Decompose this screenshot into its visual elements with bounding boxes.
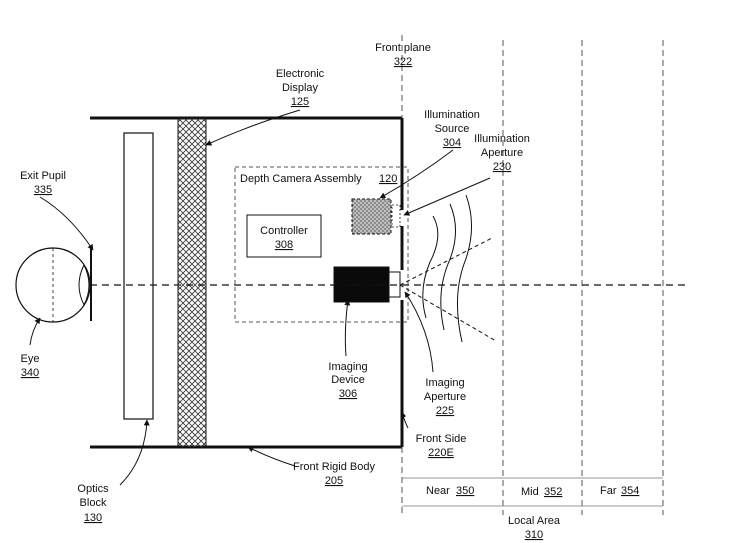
controller-ref: 308: [275, 239, 293, 251]
near-ref: 350: [456, 485, 474, 497]
optics-block-label-2: Block: [80, 497, 107, 509]
imaging-aperture-label-1: Imaging: [425, 377, 464, 389]
illumination-source: [351, 198, 392, 235]
imaging-device-label-2: Device: [331, 374, 365, 386]
front-rigid-body-ref: 205: [325, 475, 343, 487]
eye-label: Eye: [21, 353, 40, 365]
distance-planes: [401, 35, 664, 515]
illumination-source-label-1: Illumination: [424, 109, 480, 121]
front-rigid-body-label: Front Rigid Body: [293, 461, 375, 473]
imaging-aperture-label-2: Aperture: [424, 391, 466, 403]
exit-pupil-ref: 335: [34, 184, 52, 196]
dca-ref: 120: [379, 173, 397, 185]
mid-ref: 352: [544, 486, 562, 498]
front-side-label: Front Side: [416, 433, 467, 445]
electronic-display-label-2: Display: [282, 82, 319, 94]
electronic-display-label-1: Electronic: [276, 68, 325, 80]
illumination-aperture-ref: 230: [493, 161, 511, 173]
far-label: Far: [600, 485, 617, 497]
illumination-aperture-label-1: Illumination: [474, 133, 530, 145]
imaging-device-label-1: Imaging: [328, 361, 367, 373]
eye: [15, 247, 91, 323]
eye-ref: 340: [21, 367, 39, 379]
local-area-ref: 310: [525, 529, 543, 541]
front-side-ref: 220E: [428, 447, 454, 459]
illumination-source-label-2: Source: [435, 123, 470, 135]
illumination-source-ref: 304: [443, 137, 461, 149]
electronic-display-ref: 125: [291, 96, 309, 108]
imaging-device-ref: 306: [339, 388, 357, 400]
exit-pupil-label: Exit Pupil: [20, 170, 66, 182]
controller-label: Controller: [260, 225, 308, 237]
illumination-rays: [399, 237, 497, 342]
front-rigid-body: [90, 116, 404, 449]
illumination-aperture: [391, 204, 401, 228]
optics-block: [123, 132, 154, 420]
controller-box: [246, 214, 322, 258]
illumination-aperture-label-2: Aperture: [481, 147, 523, 159]
local-area-label: Local Area: [508, 515, 561, 527]
dca-label: Depth Camera Assembly: [240, 173, 362, 185]
far-ref: 354: [621, 485, 639, 497]
depth-camera-assembly-box: [234, 166, 409, 323]
mid-label: Mid: [521, 486, 539, 498]
zone-brackets: [402, 477, 663, 507]
front-plane-label: Front plane: [375, 42, 431, 54]
optics-block-label-1: Optics: [77, 483, 109, 495]
front-plane-ref: 322: [394, 56, 412, 68]
imaging-aperture-ref: 225: [436, 405, 454, 417]
wavefronts: [422, 194, 473, 343]
leader-arrows: [29, 109, 491, 486]
optics-block-ref: 130: [84, 512, 102, 524]
electronic-display: [177, 117, 207, 448]
near-label: Near: [426, 485, 450, 497]
